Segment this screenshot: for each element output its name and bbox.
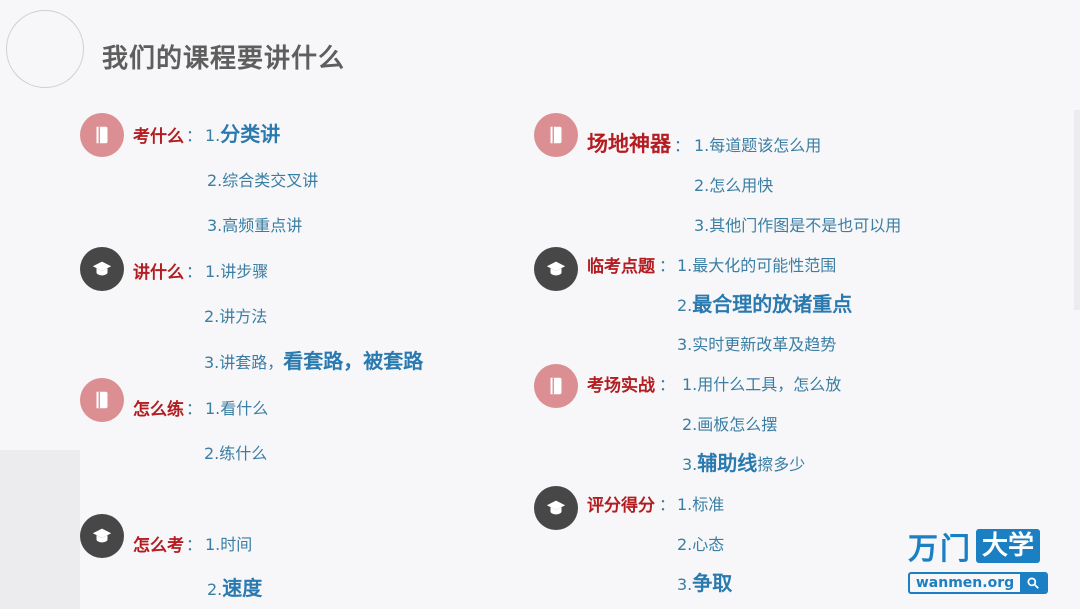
graduation-cap-icon [80,514,124,558]
wanmen-logo[interactable]: 万门 大学 wanmen.org [908,524,1048,594]
colon: ： [659,495,676,514]
list-item: 1.看什么 [205,399,269,418]
logo-text-box: 大学 [976,529,1041,563]
list-item: 2.综合类交叉讲 [207,171,319,190]
category-label: 怎么练 [133,400,184,420]
decorative-band [0,450,80,609]
colon: ： [659,256,676,275]
colon: ： [186,262,203,281]
list-item: 3.辅助线擦多少 [682,451,806,475]
list-item: 1.时间 [205,535,253,554]
colon: ： [186,126,203,145]
category-label: 评分得分 [587,496,655,516]
list-item: 3.讲套路，看套路，被套路 [204,349,424,373]
list-item: 3.其他门作图是不是也可以用 [694,216,902,235]
list-item: 2.画板怎么摆 [682,415,778,434]
logo-text: 万门 [908,532,972,567]
graduation-cap-icon [534,247,578,291]
colon: ： [186,399,203,418]
list-item: 1.用什么工具，怎么放 [682,375,842,394]
colon: ： [674,136,691,155]
graduation-cap-icon [534,486,578,530]
logo-url-bar[interactable]: wanmen.org [908,572,1048,594]
search-icon[interactable] [1020,574,1046,592]
list-item: 2.最合理的放诸重点 [677,292,853,316]
list-item: 1.每道题该怎么用 [694,136,822,155]
list-item: 2.练什么 [204,444,268,463]
category-label: 场地神器 [587,132,671,156]
book-icon [534,364,578,408]
list-item: 3.实时更新改革及趋势 [677,335,837,354]
colon: ： [186,535,203,554]
logo-url: wanmen.org [915,575,1015,591]
list-item: 3.高频重点讲 [207,216,303,235]
page-title: 我们的课程要讲什么 [102,44,346,74]
list-item: 3.争取 [677,571,733,595]
book-icon [534,113,578,157]
list-item: 1.分类讲 [205,122,281,146]
book-icon [80,378,124,422]
list-item: 1.最大化的可能性范围 [677,256,837,275]
list-item: 2.怎么用快 [694,176,774,195]
list-item: 2.心态 [677,535,725,554]
decorative-circle [6,10,84,88]
category-label: 考场实战 [587,376,655,396]
list-item: 2.速度 [207,576,263,600]
category-label: 讲什么 [133,263,184,283]
list-item: 2.讲方法 [204,307,268,326]
category-label: 怎么考 [133,536,184,556]
graduation-cap-icon [80,247,124,291]
decorative-band-right [1074,110,1080,310]
list-item: 1.标准 [677,495,725,514]
category-label: 临考点题 [587,257,655,277]
list-item: 1.讲步骤 [205,262,269,281]
colon: ： [659,375,676,394]
book-icon [80,113,124,157]
category-label: 考什么 [133,127,184,147]
